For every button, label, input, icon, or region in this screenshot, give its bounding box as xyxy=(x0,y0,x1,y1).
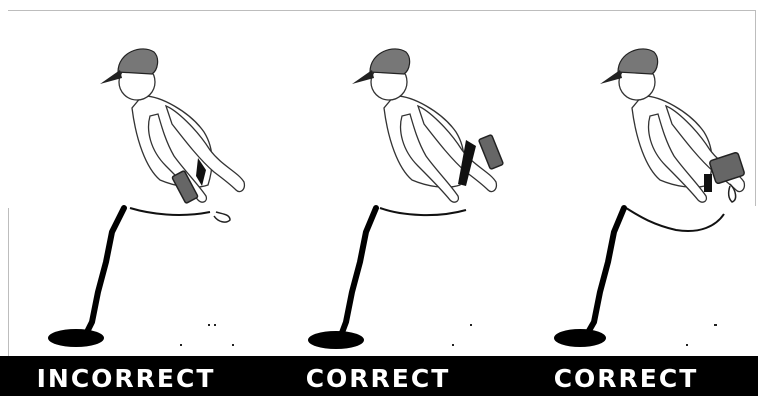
figure-incorrect xyxy=(0,0,252,356)
label-correct-1: CORRECT xyxy=(252,362,504,396)
search-coil xyxy=(554,329,606,347)
search-coil xyxy=(308,331,364,349)
panel-incorrect: INCORRECT xyxy=(0,0,252,396)
cap-icon xyxy=(618,49,658,74)
person-figure xyxy=(371,64,496,202)
cap-icon xyxy=(370,49,410,74)
panel-correct-waist: CORRECT xyxy=(500,0,752,396)
armrest-line xyxy=(626,208,724,231)
label-incorrect: INCORRECT xyxy=(0,362,252,396)
soil-specks xyxy=(180,324,234,346)
figure-correct-waist xyxy=(500,0,752,356)
search-coil xyxy=(48,329,104,347)
label-correct-2: CORRECT xyxy=(500,362,752,396)
cap-icon xyxy=(118,49,158,74)
soil-specks xyxy=(686,324,717,346)
figure-correct-elbow xyxy=(252,0,504,356)
armrest-line xyxy=(380,208,466,215)
detector-shaft xyxy=(84,208,124,338)
soil-specks xyxy=(452,324,472,346)
armrest-line xyxy=(130,208,210,215)
frame-line-right xyxy=(755,10,756,206)
detector-shaft xyxy=(586,208,624,336)
panel-correct-elbow: CORRECT xyxy=(252,0,504,396)
detector-shaft xyxy=(340,208,376,338)
